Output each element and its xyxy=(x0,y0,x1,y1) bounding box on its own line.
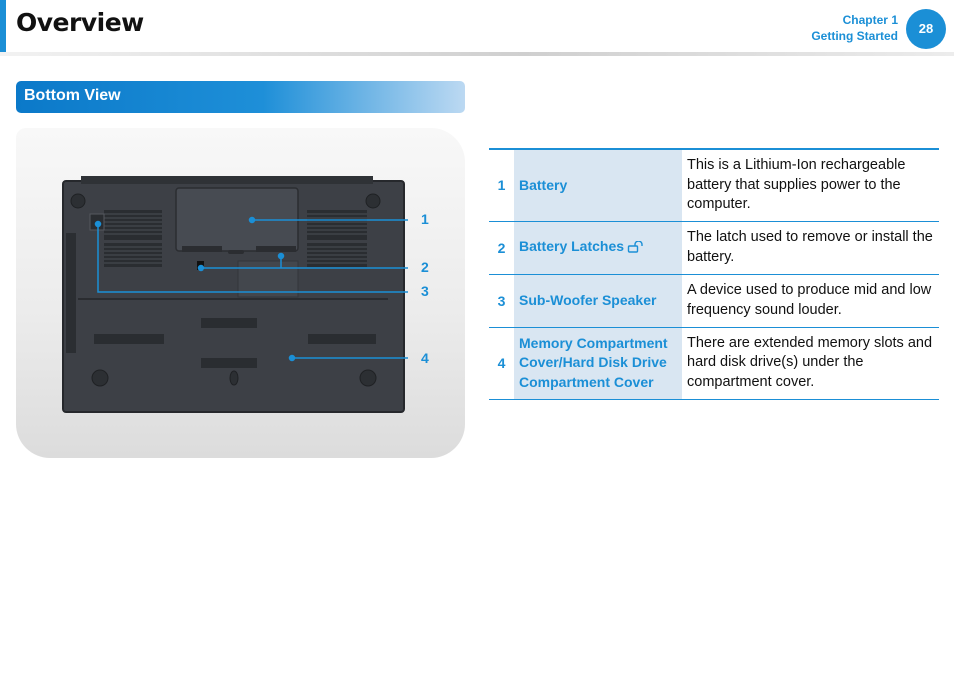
section-title: Bottom View xyxy=(24,87,121,104)
table-row: 4 Memory Compartment Cover/Hard Disk Dri… xyxy=(489,327,939,399)
unlock-icon xyxy=(627,239,647,259)
foot-top-right xyxy=(365,193,381,209)
right-vent-grille xyxy=(307,210,367,267)
hinge-strip xyxy=(81,176,373,184)
parts-table: 1 Battery This is a Lithium-Ion recharge… xyxy=(489,148,939,400)
callout-2: 2 xyxy=(421,259,429,275)
callout-1: 1 xyxy=(421,211,429,227)
table-row: 3 Sub-Woofer Speaker A device used to pr… xyxy=(489,274,939,327)
chapter-label-block: Chapter 1 Getting Started xyxy=(811,12,898,44)
callout-4: 4 xyxy=(421,350,429,366)
callout-leaders xyxy=(94,216,408,362)
left-vent-grille xyxy=(104,210,162,267)
chapter-number: Chapter 1 xyxy=(842,13,898,27)
part-name: Sub-Woofer Speaker xyxy=(514,274,682,327)
part-number: 3 xyxy=(497,292,506,309)
part-number: 1 xyxy=(497,177,506,194)
table-row: 1 Battery This is a Lithium-Ion recharge… xyxy=(489,149,939,221)
part-name: Memory Compartment Cover/Hard Disk Drive… xyxy=(514,327,682,399)
foot-bottom-left xyxy=(91,369,109,387)
foot-bottom-right xyxy=(359,369,377,387)
part-number: 4 xyxy=(497,355,506,371)
side-vent xyxy=(66,233,76,353)
part-name-cell: Battery Latches xyxy=(514,221,682,274)
part-name: Battery xyxy=(514,149,682,221)
table-row: 2 Battery Latches The latch used to remo… xyxy=(489,221,939,274)
section-header: Bottom View xyxy=(16,81,465,113)
header-divider xyxy=(0,52,954,56)
part-description: A device used to produce mid and low fre… xyxy=(687,282,932,318)
part-description: The latch used to remove or install the … xyxy=(687,229,933,265)
callout-3: 3 xyxy=(421,283,429,299)
chapter-name: Getting Started xyxy=(811,29,898,43)
part-description: This is a Lithium-Ion rechargeable batte… xyxy=(687,157,906,212)
foot-top-left xyxy=(70,193,86,209)
compartment-grilles xyxy=(94,318,376,368)
header-accent-bar xyxy=(0,0,6,52)
part-name: Battery Latches xyxy=(519,237,625,254)
part-number: 2 xyxy=(497,239,506,256)
page-number-badge: 28 xyxy=(906,9,946,49)
laptop-bottom-illustration xyxy=(62,176,408,413)
part-description: There are extended memory slots and hard… xyxy=(687,334,933,390)
page-title: Overview xyxy=(16,8,144,37)
